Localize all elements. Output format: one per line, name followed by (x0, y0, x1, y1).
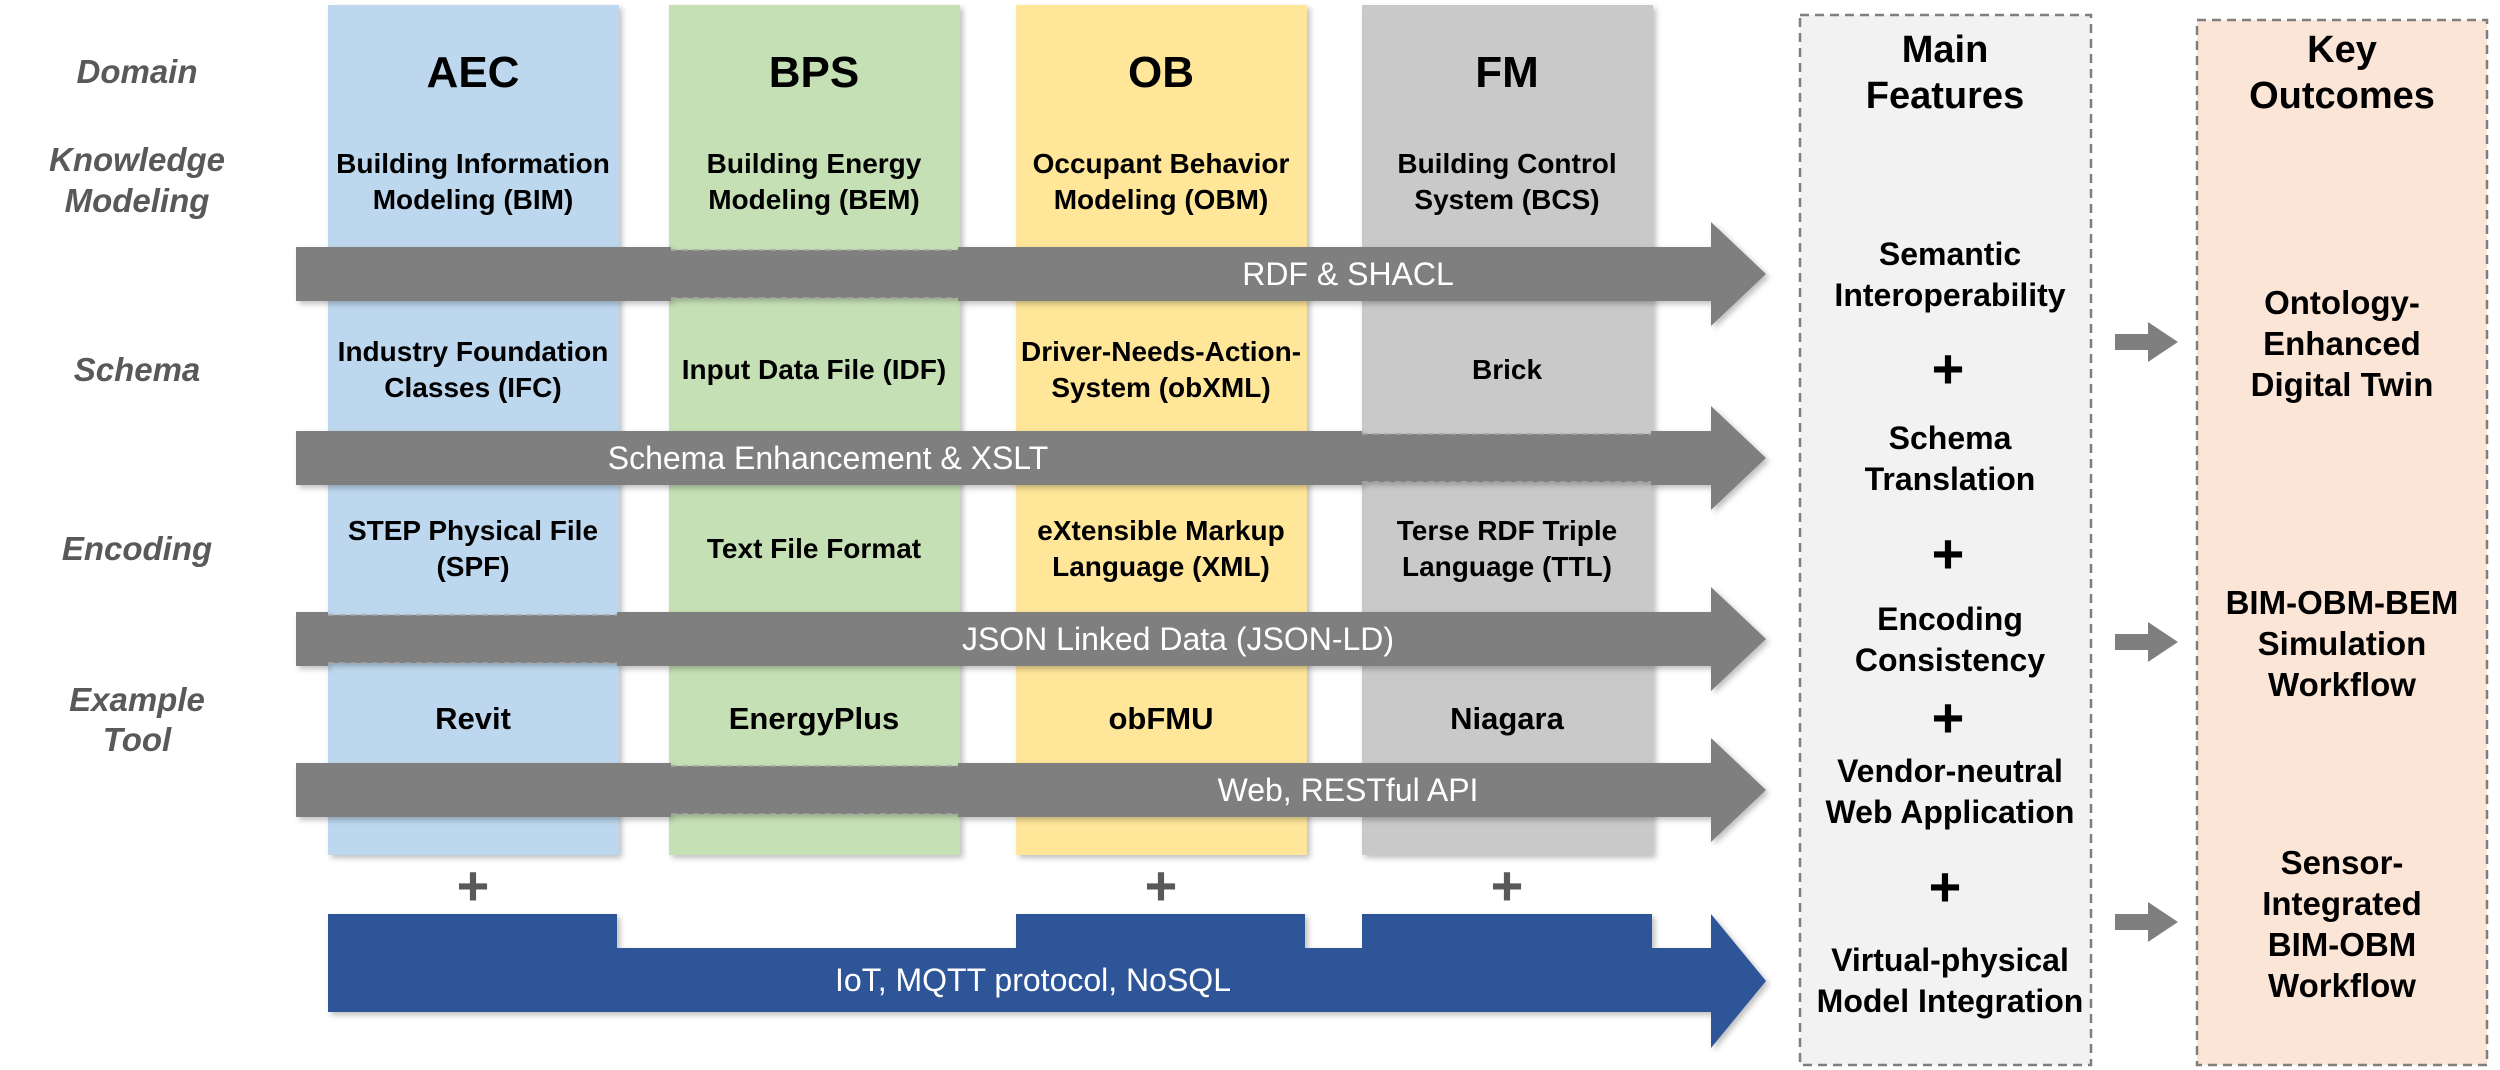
feature-semantic-2: Interoperability (1834, 277, 2065, 313)
outcome-ontology-3: Digital Twin (2251, 366, 2434, 403)
row-label-encoding: Encoding (62, 530, 212, 567)
column-bps (669, 5, 960, 855)
column-ob (1016, 5, 1307, 855)
encoding-aec-1: STEP Physical File (348, 515, 598, 546)
schema-fm: Brick (1472, 354, 1542, 385)
outcome-sensor-4: Workflow (2268, 967, 2416, 1004)
schema-aec-2: Classes (IFC) (384, 372, 561, 403)
outcome-arrows (2115, 322, 2178, 942)
outcome-simulation-1: BIM-OBM-BEM (2226, 584, 2459, 621)
column-fm (1362, 5, 1653, 855)
feature-plus-1: + (1932, 337, 1965, 400)
dashed-overlaps (328, 249, 1651, 815)
encoding-ob-2: Language (XML) (1052, 551, 1270, 582)
arrow-label-web-api: Web, RESTful API (1218, 772, 1479, 808)
main-features-title-2: Features (1866, 75, 2024, 117)
schema-ob-1: Driver-Needs-Action- (1021, 336, 1301, 367)
outcome-sensor-1: Sensor- (2281, 844, 2404, 881)
arrow-to-outcome-1 (2115, 322, 2178, 362)
knowledge-model-ob-1: Occupant Behavior (1033, 148, 1290, 179)
plus-aec: + (457, 854, 490, 917)
arrow-label-json-ld: JSON Linked Data (JSON-LD) (962, 621, 1394, 657)
tool-ob: obFMU (1108, 701, 1213, 736)
arrow-json-ld (296, 587, 1766, 691)
arrow-iot (328, 914, 1766, 1048)
column-texts: AEC BPS OB FM Building Information Model… (336, 48, 1617, 736)
outcome-ontology-1: Ontology- (2264, 284, 2420, 321)
domain-header-aec: AEC (427, 48, 520, 97)
domain-header-fm: FM (1475, 48, 1539, 97)
arrows (296, 222, 1766, 1048)
arrow-web-api (296, 738, 1766, 842)
feature-semantic-1: Semantic (1879, 236, 2021, 272)
outcome-ontology-2: Enhanced (2263, 325, 2421, 362)
row-label-domain: Domain (76, 53, 197, 90)
schema-aec-1: Industry Foundation (338, 336, 609, 367)
feature-virtual-2: Model Integration (1817, 983, 2084, 1019)
outcome-simulation-2: Simulation (2258, 625, 2427, 662)
feature-plus-4: + (1929, 855, 1962, 918)
arrow-schema-enhancement (296, 406, 1766, 510)
schema-bps: Input Data File (IDF) (682, 354, 946, 385)
column-plus-signs: + + + (457, 854, 1524, 917)
main-features-title-1: Main (1902, 29, 1989, 71)
knowledge-model-bps-1: Building Energy (707, 148, 922, 179)
outcome-simulation-3: Workflow (2268, 666, 2416, 703)
row-label-example-tool-2: Tool (103, 721, 172, 758)
tool-aec: Revit (435, 701, 511, 736)
plus-fm: + (1491, 854, 1524, 917)
outcome-sensor-3: BIM-OBM (2268, 926, 2416, 963)
feature-web-1: Vendor-neutral (1837, 753, 2063, 789)
row-label-example-tool-1: Example (69, 681, 205, 718)
encoding-bps: Text File Format (707, 533, 921, 564)
arrow-label-schema-enhancement: Schema Enhancement & XSLT (608, 440, 1049, 476)
row-label-schema: Schema (74, 351, 201, 388)
feature-schema-2: Translation (1865, 461, 2036, 497)
column-aec (328, 5, 619, 855)
knowledge-model-fm-1: Building Control (1397, 148, 1616, 179)
feature-encoding-2: Consistency (1855, 642, 2045, 678)
schema-ob-2: System (obXML) (1051, 372, 1270, 403)
row-labels: Domain Knowledge Modeling Schema Encodin… (49, 53, 225, 758)
feature-schema-1: Schema (1889, 420, 2012, 456)
key-outcomes-title-1: Key (2307, 29, 2377, 71)
domain-header-bps: BPS (769, 48, 859, 97)
main-features-box (1798, 13, 2093, 1067)
domain-columns (328, 5, 1653, 855)
arrow-labels: RDF & SHACL Schema Enhancement & XSLT JS… (608, 256, 1479, 998)
domain-header-ob: OB (1128, 48, 1194, 97)
encoding-fm-1: Terse RDF Triple (1397, 515, 1617, 546)
feature-web-2: Web Application (1826, 794, 2075, 830)
encoding-fm-2: Language (TTL) (1402, 551, 1612, 582)
key-outcomes-title-2: Outcomes (2249, 75, 2435, 117)
encoding-aec-2: (SPF) (436, 551, 509, 582)
plus-ob: + (1145, 854, 1178, 917)
feature-encoding-1: Encoding (1877, 601, 2023, 637)
main-features-panel: Main Features Semantic Interoperability … (1798, 13, 2093, 1067)
feature-virtual-1: Virtual-physical (1831, 942, 2069, 978)
knowledge-model-aec-1: Building Information (336, 148, 610, 179)
knowledge-model-bps-2: Modeling (BEM) (708, 184, 920, 215)
knowledge-model-aec-2: Modeling (BIM) (373, 184, 574, 215)
encoding-ob-1: eXtensible Markup (1037, 515, 1284, 546)
outcome-sensor-2: Integrated (2262, 885, 2422, 922)
arrow-rdf-shacl (296, 222, 1766, 326)
feature-plus-3: + (1932, 686, 1965, 749)
key-outcomes-panel: Key Outcomes Ontology- Enhanced Digital … (2195, 18, 2489, 1067)
arrow-to-outcome-3 (2115, 902, 2178, 942)
row-label-knowledge-modeling-1: Knowledge (49, 141, 225, 178)
arrow-label-iot: IoT, MQTT protocol, NoSQL (835, 962, 1231, 998)
key-outcomes-box (2195, 18, 2489, 1067)
knowledge-model-ob-2: Modeling (OBM) (1054, 184, 1269, 215)
tool-bps: EnergyPlus (729, 701, 900, 736)
arrow-label-rdf-shacl: RDF & SHACL (1242, 256, 1454, 292)
knowledge-model-fm-2: System (BCS) (1414, 184, 1599, 215)
row-label-knowledge-modeling-2: Modeling (65, 182, 210, 219)
arrow-to-outcome-2 (2115, 622, 2178, 662)
tool-fm: Niagara (1450, 701, 1564, 736)
feature-plus-2: + (1932, 522, 1965, 585)
